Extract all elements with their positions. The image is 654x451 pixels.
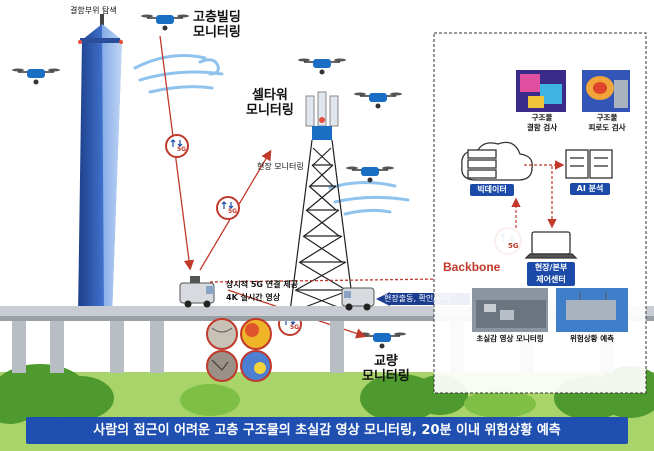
drone-tower-top	[298, 58, 346, 75]
label-hyper-monitor: 초실감 영상 모니터링	[476, 334, 544, 343]
drone-bridge	[358, 332, 406, 349]
trees-left	[0, 364, 114, 424]
photo-hyper-monitor	[472, 288, 548, 332]
thermal-image-defect	[516, 70, 566, 112]
summary-banner: 사람의 접근이 어려운 고층 구조물의 초실감 영상 모니터링, 20분 이내 …	[26, 417, 628, 444]
service-van	[341, 287, 375, 311]
label-site-monitoring: 현장 모니터링	[257, 162, 304, 171]
label-defect-search: 결함부위 탐색	[70, 6, 117, 15]
fiveg-badge-tower	[216, 196, 240, 220]
label-tower-line2: 모니터링	[246, 103, 294, 118]
label-building-line1: 고층빌딩	[193, 10, 241, 25]
label-dispatch: 현장출동, 확인/수리	[384, 294, 451, 303]
defect-thumbnails	[206, 318, 272, 382]
bigdata-icon	[461, 141, 533, 181]
ai-server-icon	[565, 149, 613, 179]
tower-antennas	[305, 91, 339, 140]
chip-control-line2: 제어센터	[536, 275, 566, 284]
label-bridge-line1: 교량	[373, 354, 398, 369]
label-backbone: Backbone	[443, 260, 501, 274]
sensor-van	[179, 276, 215, 308]
fiveg-badge-building	[165, 134, 189, 158]
label-fatigue-inspect: 구조물 피로도 검사	[580, 113, 634, 133]
panel-flow-arrows	[511, 160, 565, 229]
drone-tower-right	[354, 92, 402, 109]
label-building-line2: 모니터링	[193, 25, 241, 40]
drone-building-top	[141, 14, 189, 31]
label-fatigue-line1: 구조물	[596, 113, 618, 122]
fiveg-text-bridge: 5G	[290, 324, 300, 331]
label-bridge-monitoring: 교량 모니터링	[362, 354, 410, 384]
fiveg-text-center: 5G	[508, 242, 519, 250]
drone-tower-mid	[346, 166, 394, 183]
chip-control-line1: 현장/본부	[534, 263, 568, 272]
label-tower-line1: 셀타워	[251, 88, 288, 103]
label-defect-line1: 구조물	[531, 113, 553, 122]
label-realtime-4k: 4K 실시간 영상	[226, 293, 281, 302]
label-tower-monitoring: 셀타워 모니터링	[246, 88, 294, 118]
chip-control-center: 현장/본부 제어센터	[527, 262, 575, 286]
label-defect-inspect: 구조물 결함 검사	[520, 113, 564, 133]
trees-middle	[360, 374, 468, 422]
cell-tower	[289, 139, 355, 313]
label-risk-predict: 위험상황 예측	[569, 334, 614, 343]
thermal-image-fatigue	[582, 70, 630, 112]
label-building-monitoring: 고층빌딩 모니터링	[193, 10, 241, 40]
fiveg-text-building: 5G	[177, 146, 187, 153]
skyscraper	[78, 14, 123, 316]
fiveg-text-tower: 5G	[228, 208, 238, 215]
drone-building-left	[12, 68, 60, 85]
label-always-5g: 상시적 5G 연결 제공	[226, 280, 299, 289]
chip-bigdata: 빅데이터	[470, 184, 514, 196]
laptop-icon	[524, 231, 578, 259]
label-fatigue-line2: 피로도 검사	[588, 123, 626, 132]
photo-risk-predict	[556, 288, 628, 332]
trees-light	[180, 384, 536, 418]
label-bridge-line2: 모니터링	[362, 369, 410, 384]
chip-ai: AI 분석	[570, 183, 610, 195]
label-defect-line2: 결함 검사	[526, 123, 558, 132]
